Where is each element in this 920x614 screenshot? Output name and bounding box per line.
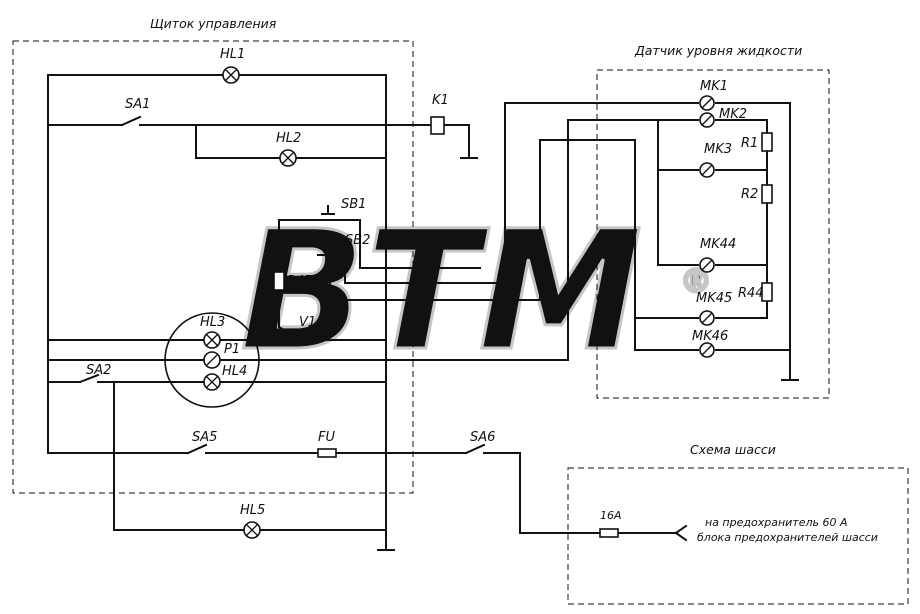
hl4-label: HL4	[222, 364, 247, 379]
mk45-contact	[699, 310, 715, 326]
v1-diode	[291, 329, 304, 343]
note-line1: на предохранитель 60 А	[705, 516, 847, 529]
r1-resistor	[761, 132, 773, 152]
panel-title: Щиток управления	[150, 16, 277, 31]
mk3-label: MK3	[704, 142, 732, 157]
r44-resistor	[761, 282, 773, 302]
fu-fuse	[317, 448, 337, 458]
chassis-frame	[567, 467, 909, 605]
sa2-label: SA2	[86, 363, 111, 378]
r2-label: R2	[741, 187, 758, 202]
v1-label: V1	[299, 315, 316, 330]
r47-label: R47	[287, 274, 313, 289]
k1-relay	[430, 116, 445, 135]
mk44-contact	[699, 257, 715, 273]
p1-label: P1	[224, 342, 240, 357]
hl1-label: HL1	[220, 47, 245, 62]
r44-label: R44	[738, 286, 764, 301]
mk46-label: MK46	[692, 329, 728, 344]
fuse-16a-label: 16A	[600, 509, 622, 522]
note-line2: блока предохранителей шасси	[697, 531, 878, 544]
sb2-label: SB2	[345, 233, 370, 248]
watermark-text: BTM	[240, 195, 643, 387]
mk46-contact	[699, 342, 715, 358]
sa5-label: SA5	[192, 430, 217, 445]
mk1-contact	[699, 95, 715, 111]
hl3-label: HL3	[200, 315, 225, 330]
panel-wiring	[47, 74, 688, 551]
chassis-title: Схема шасси	[690, 442, 776, 457]
r1-label: R1	[741, 136, 758, 151]
hl1-lamp	[222, 66, 240, 84]
hl5-label: HL5	[240, 503, 265, 518]
sensor-frame	[596, 69, 830, 399]
sensor-wiring	[504, 102, 799, 381]
mk44-label: MK44	[700, 237, 736, 252]
r2-resistor	[761, 184, 773, 204]
mk45-label: MK45	[696, 291, 732, 306]
fu-label: FU	[318, 430, 335, 445]
sa6-label: SA6	[470, 430, 495, 445]
sa1-label: SA1	[125, 97, 150, 112]
r47-resistor	[273, 271, 285, 291]
mk3-contact	[699, 162, 715, 178]
sensor-title: Датчик уровня жидкости	[634, 43, 802, 58]
sb1-label: SB1	[341, 197, 366, 212]
mk1-label: MK1	[700, 79, 728, 94]
fuse-16a	[599, 528, 619, 538]
gauge-cluster	[164, 312, 260, 408]
hl5-lamp	[243, 521, 261, 539]
k1-label: K1	[432, 93, 449, 108]
hl2-label: HL2	[276, 131, 301, 146]
mk2-label: MK2	[719, 107, 747, 122]
mk2-contact	[699, 112, 715, 128]
watermark: BTM ®	[239, 194, 714, 389]
hl2-lamp	[279, 149, 297, 167]
